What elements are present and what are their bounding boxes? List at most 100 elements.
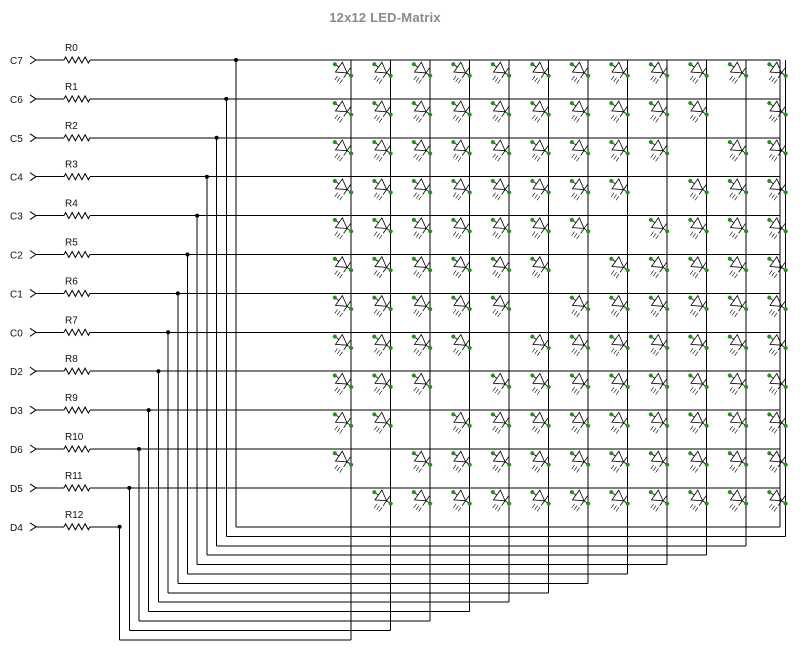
- led-icon: [411, 217, 433, 240]
- led-ray: [418, 157, 422, 162]
- led-terminal: [744, 501, 749, 506]
- led-ray: [452, 348, 457, 353]
- led-triangle: [453, 217, 467, 229]
- led-icon: [490, 217, 512, 240]
- led-ray: [573, 233, 578, 238]
- led-terminal: [490, 140, 495, 145]
- led-terminal: [411, 62, 416, 67]
- led-ray: [731, 272, 736, 277]
- led-triangle: [334, 100, 348, 113]
- led-ray: [497, 195, 501, 201]
- led-terminal: [388, 268, 393, 273]
- led-ray: [336, 155, 341, 160]
- led-triangle: [690, 255, 704, 268]
- led-triangle: [690, 333, 704, 346]
- led-ray: [494, 466, 499, 471]
- led-ray: [452, 309, 457, 314]
- led-ray: [339, 79, 343, 84]
- led-lead: [374, 180, 379, 185]
- led-ray: [373, 75, 378, 81]
- led-ray: [768, 309, 773, 314]
- led-terminal: [744, 73, 749, 78]
- led-terminal: [586, 423, 591, 428]
- led-triangle: [769, 333, 783, 346]
- led-terminal: [625, 423, 630, 428]
- led-ray: [534, 233, 538, 238]
- led-terminal: [411, 373, 416, 378]
- led-icon: [609, 100, 630, 123]
- led-ray: [455, 116, 459, 121]
- led-ray: [534, 388, 538, 394]
- led-ray: [378, 273, 383, 279]
- led-ray: [573, 427, 578, 433]
- led-ray: [771, 77, 775, 82]
- led-terminal: [507, 423, 512, 428]
- led-terminal: [767, 295, 772, 300]
- led-ray: [694, 429, 699, 434]
- led-terminal: [704, 112, 709, 117]
- led-terminal: [648, 334, 653, 339]
- led-ray: [610, 464, 615, 470]
- led-ray: [652, 310, 657, 316]
- led-terminal: [372, 140, 377, 145]
- led-lead: [492, 219, 498, 224]
- led-icon: [767, 294, 788, 318]
- input-label: C4: [10, 173, 23, 184]
- led-terminal: [665, 501, 670, 506]
- led-triangle: [334, 411, 348, 424]
- led-ray: [336, 233, 341, 238]
- resistor-label: R10: [65, 432, 84, 443]
- led-lead: [729, 63, 735, 68]
- led-terminal: [783, 268, 788, 273]
- led-ray: [415, 272, 420, 277]
- led-terminal: [625, 346, 630, 351]
- led-icon: [569, 489, 591, 512]
- led-terminal: [467, 151, 472, 156]
- led-terminal: [625, 73, 630, 78]
- led-icon: [609, 178, 630, 201]
- led-ray: [531, 464, 536, 470]
- led-terminal: [467, 190, 472, 195]
- led-ray: [336, 272, 341, 277]
- led-terminal: [704, 501, 709, 506]
- led-ray: [655, 157, 659, 162]
- led-triangle: [532, 61, 546, 74]
- led-terminal: [411, 217, 416, 222]
- led-ray: [771, 349, 775, 355]
- led-terminal: [428, 112, 433, 117]
- led-terminal: [332, 62, 337, 67]
- led-ray: [692, 388, 696, 394]
- led-ray: [492, 464, 496, 470]
- led-ray: [531, 231, 536, 236]
- led-terminal: [625, 190, 630, 195]
- led-terminal: [744, 229, 749, 234]
- led-ray: [768, 153, 773, 159]
- input-arrow-icon: [29, 483, 37, 493]
- led-terminal: [507, 307, 512, 312]
- led-ray: [339, 351, 343, 356]
- led-lead: [690, 180, 695, 185]
- led-ray: [339, 234, 343, 240]
- led-triangle: [611, 411, 625, 424]
- led-terminal: [648, 256, 653, 261]
- led-ray: [655, 351, 659, 356]
- led-lead: [453, 336, 458, 340]
- led-terminal: [727, 412, 732, 417]
- led-triangle: [769, 411, 783, 424]
- led-ray: [768, 270, 773, 275]
- led-terminal: [467, 73, 472, 78]
- led-terminal: [569, 178, 574, 183]
- led-icon: [372, 100, 393, 123]
- led-terminal: [428, 268, 433, 273]
- led-ray: [573, 349, 578, 355]
- led-ray: [378, 429, 383, 434]
- led-lead: [413, 219, 419, 224]
- led-ray: [773, 429, 778, 434]
- led-ray: [373, 503, 378, 509]
- led-ray: [376, 194, 380, 199]
- led-ray: [536, 429, 541, 434]
- led-ray: [692, 272, 696, 277]
- led-terminal: [372, 334, 377, 339]
- led-terminal: [609, 256, 614, 261]
- led-ray: [455, 272, 459, 277]
